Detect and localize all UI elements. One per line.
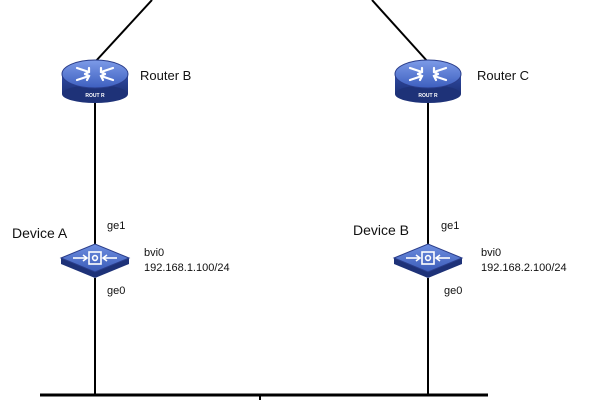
router-c-label: Router C — [477, 68, 530, 83]
link-routerb-uplink — [94, 0, 153, 63]
router-c-icon-text: ROUT R — [418, 93, 438, 99]
device-b-label: Device B — [353, 222, 410, 238]
device-a-switch-icon — [59, 243, 131, 278]
device-a-port-ge1: ge1 — [107, 220, 126, 232]
router-b-icon-text: ROUT R — [85, 93, 105, 99]
device-b-ip: 192.168.2.100/24 — [481, 262, 567, 274]
device-b-switch-icon — [392, 243, 464, 278]
device-b-port-ge0: ge0 — [444, 285, 463, 297]
router-b-label: Router B — [140, 68, 192, 83]
device-b-port-ge1: ge1 — [441, 220, 460, 232]
device-a-port-ge0: ge0 — [107, 285, 126, 297]
device-b-interface: bvi0 — [481, 247, 502, 259]
device-a-label: Device A — [12, 225, 68, 241]
device-a-interface: bvi0 — [144, 247, 165, 259]
router-c-icon: ROUT R — [394, 59, 462, 103]
link-routerc-uplink — [371, 0, 429, 63]
router-b-icon: ROUT R — [61, 59, 129, 103]
device-a-ip: 192.168.1.100/24 — [144, 262, 230, 274]
